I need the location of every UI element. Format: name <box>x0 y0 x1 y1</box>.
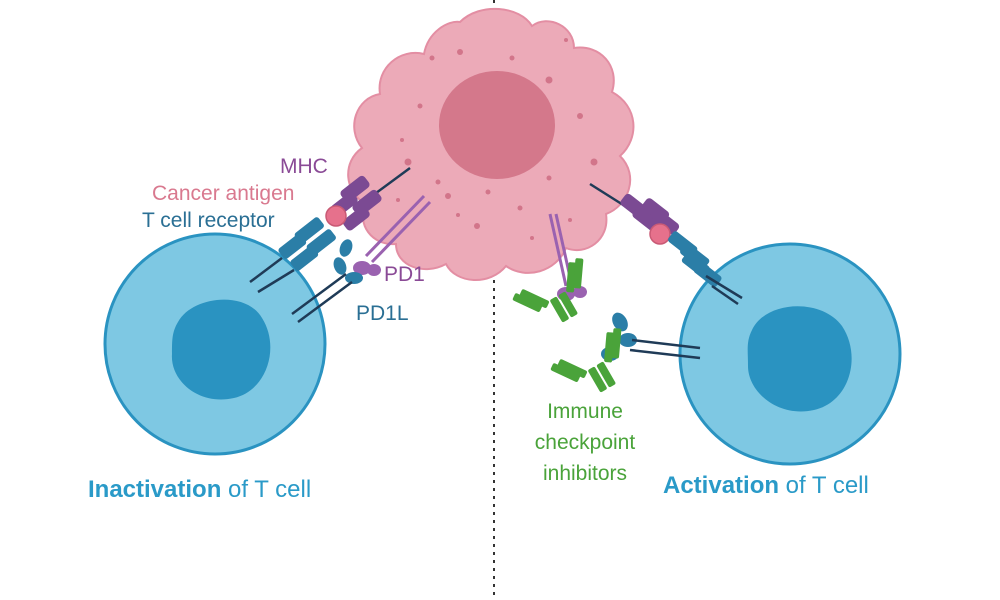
label-mhc: MHC <box>280 155 328 178</box>
t-cell-activated <box>678 242 902 466</box>
caption-inactivation-bold: Inactivation <box>88 476 222 503</box>
t-cell-nucleus-left <box>171 299 271 400</box>
right-tcr-mhc-complex <box>589 182 743 306</box>
tumor-cell-nucleus <box>439 71 555 179</box>
caption-inactivation-rest: of T cell <box>221 476 312 503</box>
left-tcr-mhc-complex <box>249 166 411 294</box>
ici-line-2: checkpoint <box>534 431 636 454</box>
pd1l-left <box>333 239 363 284</box>
label-cancer-antigen: Cancer antigen <box>152 182 295 205</box>
mhc-right <box>620 193 680 235</box>
antibody-icon <box>512 258 584 323</box>
left-pd1-pd1l <box>291 194 432 324</box>
t-cell-nucleus-right <box>747 306 852 412</box>
label-immune-checkpoint-inhibitors: Immune checkpoint inhibitors <box>500 396 670 489</box>
caption-activation-rest: of T cell <box>779 472 869 499</box>
tumor-cell-granules <box>396 38 598 240</box>
ici-line-3: inhibitors <box>542 462 628 485</box>
ici-line-1: Immune <box>547 400 623 423</box>
cancer-antigen-left <box>325 205 347 227</box>
tcr-left <box>278 217 336 271</box>
pd1-head-left <box>353 261 371 275</box>
caption-activation: Activation of T cell <box>663 474 869 498</box>
label-pd1l: PD1L <box>356 302 409 325</box>
tcr-right <box>668 231 722 287</box>
caption-inactivation: Inactivation of T cell <box>88 478 311 502</box>
caption-activation-bold: Activation <box>663 472 780 499</box>
label-pd1: PD1 <box>384 263 425 286</box>
t-cell-inactivated <box>103 232 327 456</box>
label-t-cell-receptor: T cell receptor <box>142 209 275 232</box>
cancer-antigen-right <box>649 223 671 245</box>
tumor-cell <box>347 8 635 281</box>
antibody-icon <box>550 328 622 393</box>
